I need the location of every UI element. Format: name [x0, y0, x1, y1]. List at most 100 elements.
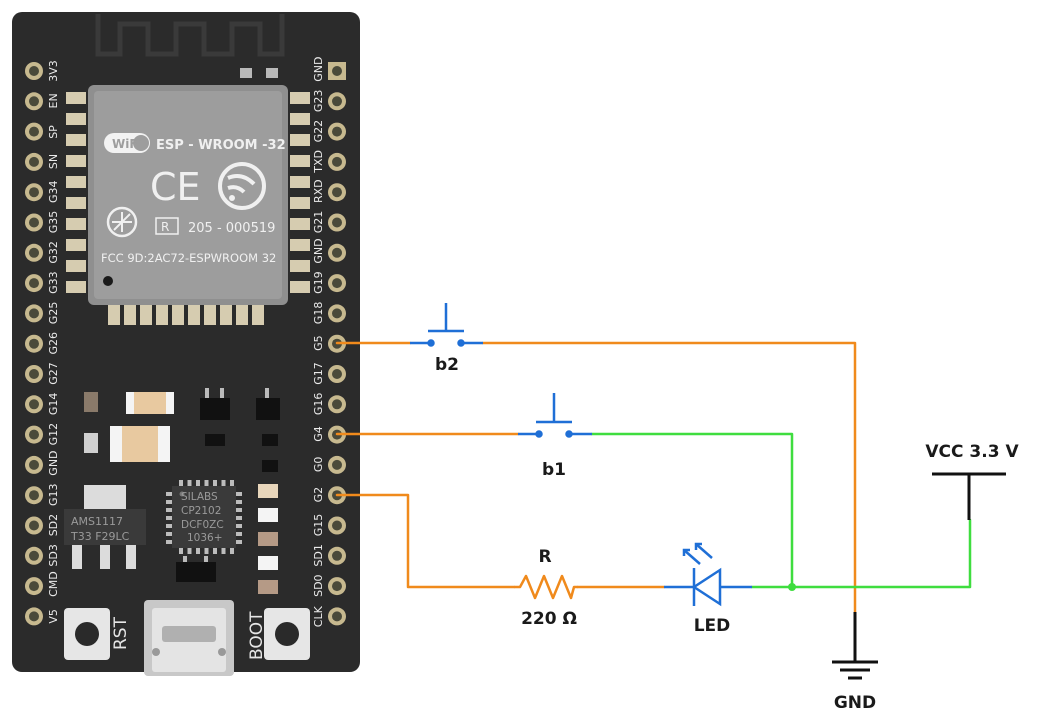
rst-button: RST: [64, 608, 131, 660]
pin-label-right: GND: [312, 238, 325, 263]
voltage-regulator: AMS1117 T33 F29LC: [64, 485, 146, 569]
pin-right-rxd: [328, 183, 346, 202]
pin-right-g18: [328, 304, 346, 323]
wifi-badge-text: WiFi: [112, 137, 142, 151]
pin-left-g13: [25, 486, 43, 505]
pin-right-g17: [328, 365, 346, 383]
cert-number: 205 - 000519: [188, 221, 275, 236]
regulator-line-1: AMS1117: [71, 515, 123, 528]
pin-label-left: G25: [47, 302, 60, 325]
pin-label-right: G0: [312, 457, 325, 473]
pin-label-left: G14: [47, 393, 60, 416]
vcc-terminal: [932, 472, 1006, 520]
pin-left-g34: [25, 183, 43, 202]
pin-label-left: G35: [47, 211, 60, 234]
pin-left-cmd: [25, 577, 43, 596]
push-button-b2: [410, 303, 483, 347]
pin-label-left: SD3: [47, 544, 60, 566]
pin-label-left: G12: [47, 423, 60, 446]
pin-label-right: G17: [312, 362, 325, 385]
button-b1-label: b1: [542, 460, 566, 480]
pin-right-g21: [328, 213, 346, 232]
pin-label-left: G27: [47, 362, 60, 385]
pin-left-g12: [25, 425, 43, 444]
module-name: ESP - WROOM -32: [156, 138, 286, 153]
junction-dot: [788, 583, 796, 591]
pin-label-right: TXD: [312, 150, 325, 174]
pin-label-left: SD2: [47, 514, 60, 536]
pin-left-g14: [25, 395, 43, 414]
pin-left-g32: [25, 243, 43, 262]
wire-b2-to-gnd: [481, 341, 857, 614]
pin-label-left: G26: [47, 332, 60, 355]
pin-label-left: G34: [47, 180, 60, 203]
pin-label-right: G21: [312, 211, 325, 234]
wifi-logo-icon: WiFi: [104, 133, 150, 153]
pin-right-txd: [328, 152, 346, 171]
pin-label-left: G13: [47, 483, 60, 506]
pin-label-left: 3V3: [47, 60, 60, 82]
usb-chip-line-2: CP2102: [181, 505, 221, 517]
pin-left-g26: [25, 334, 43, 353]
pin-right-sd0: [328, 577, 346, 596]
pin-label-right: SD1: [312, 544, 325, 566]
pin-label-left: G33: [47, 271, 60, 294]
pin-label-right: G19: [312, 271, 325, 294]
pin-right-gnd: [328, 62, 346, 80]
ground-icon: [832, 612, 878, 680]
pin-label-right: G5: [312, 335, 325, 351]
pin-left-g27: [25, 365, 43, 383]
pin-label-left: EN: [47, 93, 60, 108]
resistor-value-label: 220 Ω: [521, 609, 577, 629]
button-b2-label: b2: [435, 355, 459, 375]
pin-right-g22: [328, 122, 346, 141]
pin-left-3v3: [25, 62, 43, 80]
pin-left-gnd: [25, 455, 43, 474]
pin-label-right: GND: [312, 57, 325, 82]
pin-label-right: G15: [312, 514, 325, 537]
led-label: LED: [694, 616, 731, 636]
pin-label-right: G23: [312, 90, 325, 113]
pin-label-right: G4: [312, 426, 325, 442]
pin-right-gnd: [328, 243, 346, 262]
vcc-label: VCC 3.3 V: [925, 442, 1019, 462]
pin-label-right: SD0: [312, 574, 325, 596]
gnd-label: GND: [834, 693, 876, 713]
pin-right-g15: [328, 516, 346, 535]
pin-left-en: [25, 92, 43, 111]
regulator-line-2: T33 F29LC: [70, 530, 130, 543]
pin-right-g23: [328, 92, 346, 111]
ce-mark: CE: [150, 165, 201, 209]
pin-label-right: RXD: [312, 179, 325, 203]
resistor: [514, 574, 578, 600]
resistor-name-label: R: [538, 547, 551, 567]
pin-right-g0: [328, 455, 346, 474]
wire-led-to-vcc: [750, 518, 972, 589]
led-icon: [664, 542, 752, 607]
pin-label-left: GND: [47, 450, 60, 475]
pin-left-sp: [25, 122, 43, 141]
usb-chip-line-1: SILABS: [181, 491, 218, 503]
pin-left-g25: [25, 304, 43, 323]
espressif-logo-icon: [218, 162, 266, 210]
pin-right-sd1: [328, 546, 346, 565]
pin-left-sn: [25, 152, 43, 171]
pin-label-left: SP: [47, 125, 60, 139]
r-mark: R: [161, 220, 169, 234]
wire-b1-to-vcc: [590, 432, 794, 589]
usb-chip-line-3: DCF0ZC: [181, 519, 224, 531]
pin-label-right: G22: [312, 120, 325, 143]
pin-left-g33: [25, 274, 43, 293]
pin-label-right: G2: [312, 487, 325, 503]
pin-label-left: G32: [47, 241, 60, 264]
push-button-b1: [518, 393, 592, 438]
pin-left-v5: [25, 607, 43, 626]
usb-connector: [144, 600, 234, 676]
wire-g2-to-resistor: [335, 493, 516, 589]
pin-label-right: CLK: [312, 605, 325, 627]
boot-label: BOOT: [247, 611, 267, 660]
pin-right-g19: [328, 274, 346, 293]
pin-label-left: CMD: [47, 571, 60, 597]
pin-right-g16: [328, 395, 346, 414]
